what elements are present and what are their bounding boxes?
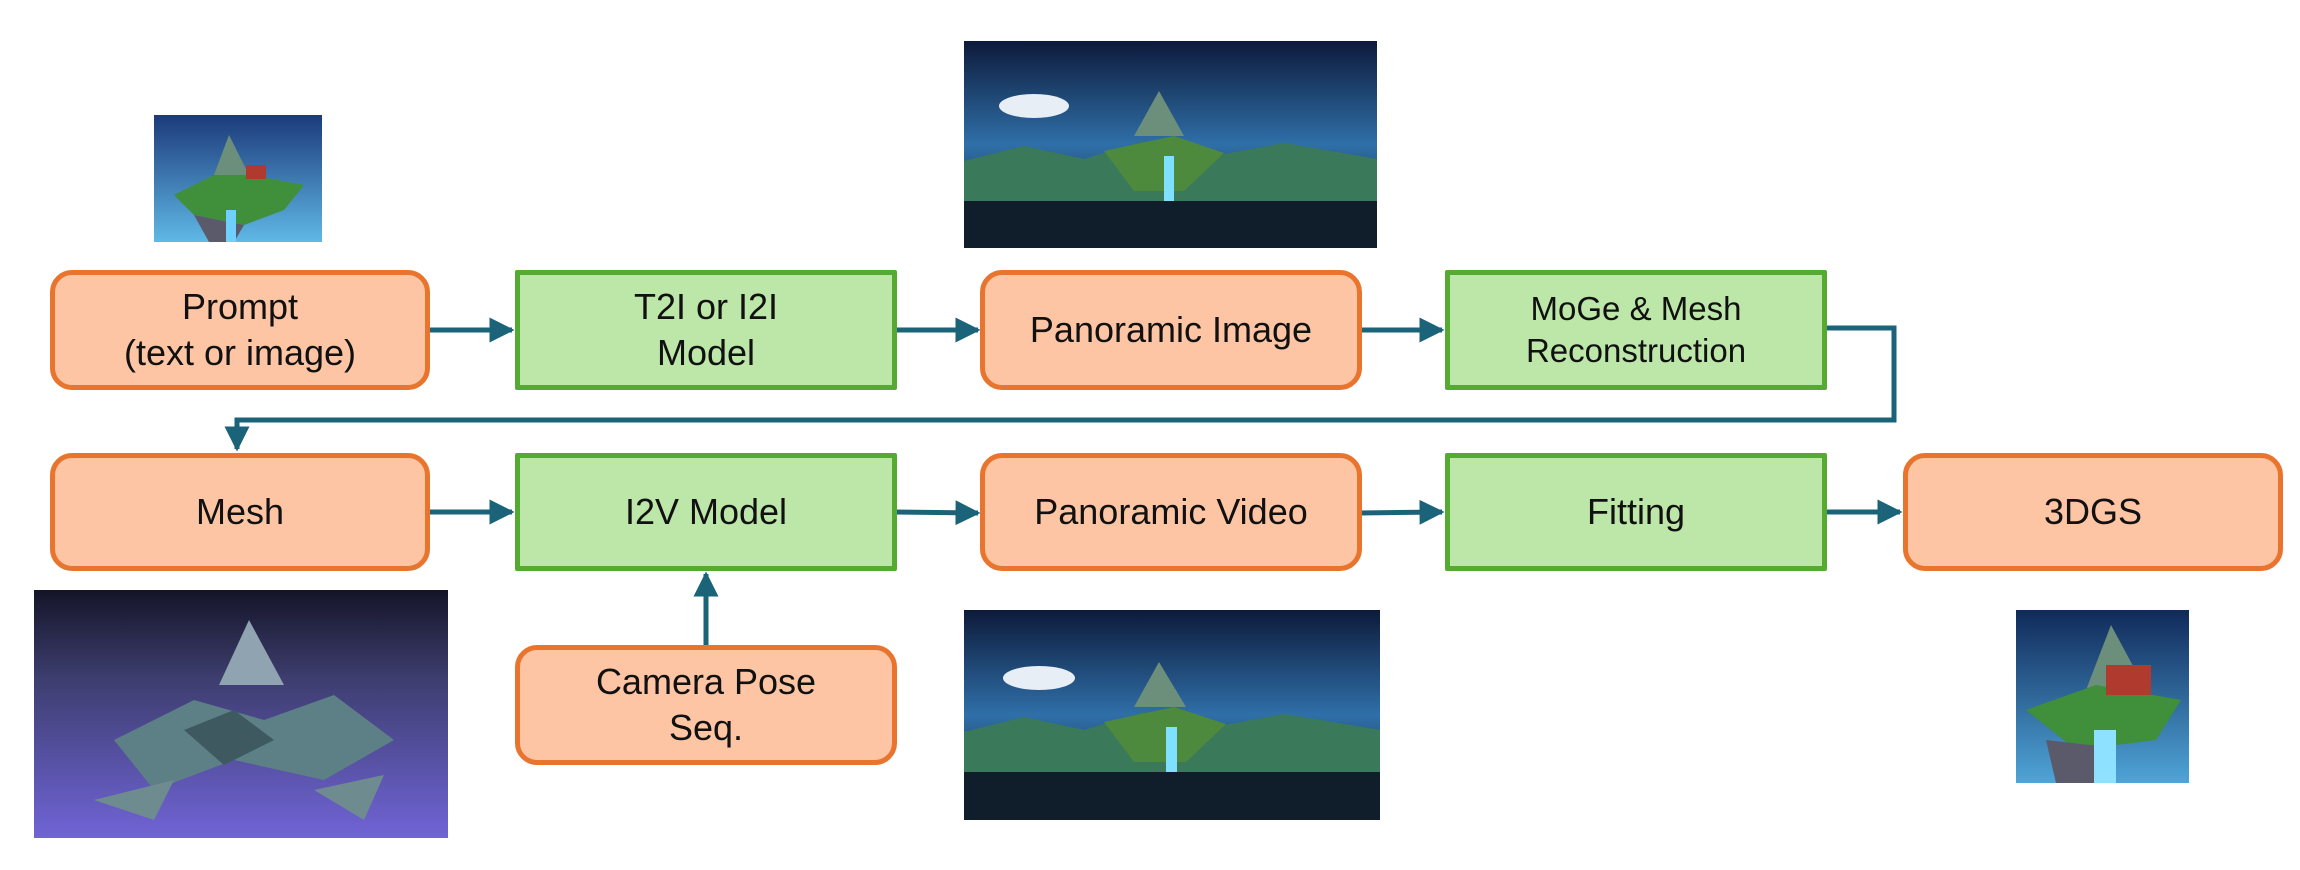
moge-reconstruction-node: MoGe & Mesh Reconstruction	[1445, 270, 1827, 390]
panoramic-image-node-label: Panoramic Image	[1029, 309, 1313, 350]
moge-node-line1: MoGe & Mesh	[1530, 290, 1742, 327]
arrow-i2v-to-panoramic-video	[894, 500, 981, 526]
3dgs-render-image	[2016, 610, 2189, 783]
panoramic-image-node: Panoramic Image	[980, 270, 1362, 390]
panorama-image	[964, 41, 1377, 248]
panoramic-video-node-label: Panoramic Video	[1034, 491, 1308, 532]
i2v-model-node: I2V Model	[515, 453, 897, 571]
mesh-node: Mesh	[50, 453, 430, 571]
mesh-render-image	[34, 590, 448, 838]
camera-pose-node: Camera Pose Seq.	[515, 645, 897, 765]
mesh-render-thumbnail	[34, 590, 448, 838]
moge-node-line2: Reconstruction	[1525, 332, 1747, 369]
3dgs-node-label: 3DGS	[2043, 491, 2143, 532]
panoramic-image-thumbnail	[964, 41, 1377, 248]
3dgs-node: 3DGS	[1903, 453, 2283, 571]
t2i-model-node-line2: Model	[656, 332, 756, 373]
camera-pose-node-line2: Seq.	[668, 707, 744, 748]
floating-island-image	[154, 115, 322, 242]
mesh-node-label: Mesh	[195, 491, 285, 532]
prompt-node: Prompt (text or image)	[50, 270, 430, 390]
prompt-node-line2: (text or image)	[123, 332, 357, 373]
camera-pose-node-line1: Camera Pose	[595, 661, 817, 702]
panoramic-video-node: Panoramic Video	[980, 453, 1362, 571]
prompt-image-thumbnail	[154, 115, 322, 242]
i2v-model-node-label: I2V Model	[624, 491, 788, 532]
t2i-model-node: T2I or I2I Model	[515, 270, 897, 390]
panoramic-video-frame-thumbnail	[964, 610, 1380, 820]
arrow-moge-to-mesh	[224, 325, 1897, 452]
3dgs-render-thumbnail	[2016, 610, 2189, 783]
t2i-model-node-line1: T2I or I2I	[633, 286, 779, 327]
prompt-node-line1: Prompt	[181, 286, 299, 327]
panorama-video-frame-image	[964, 610, 1380, 820]
fitting-node: Fitting	[1445, 453, 1827, 571]
arrow-panoramic-video-to-fitting	[1358, 499, 1445, 525]
fitting-node-label: Fitting	[1586, 491, 1686, 532]
